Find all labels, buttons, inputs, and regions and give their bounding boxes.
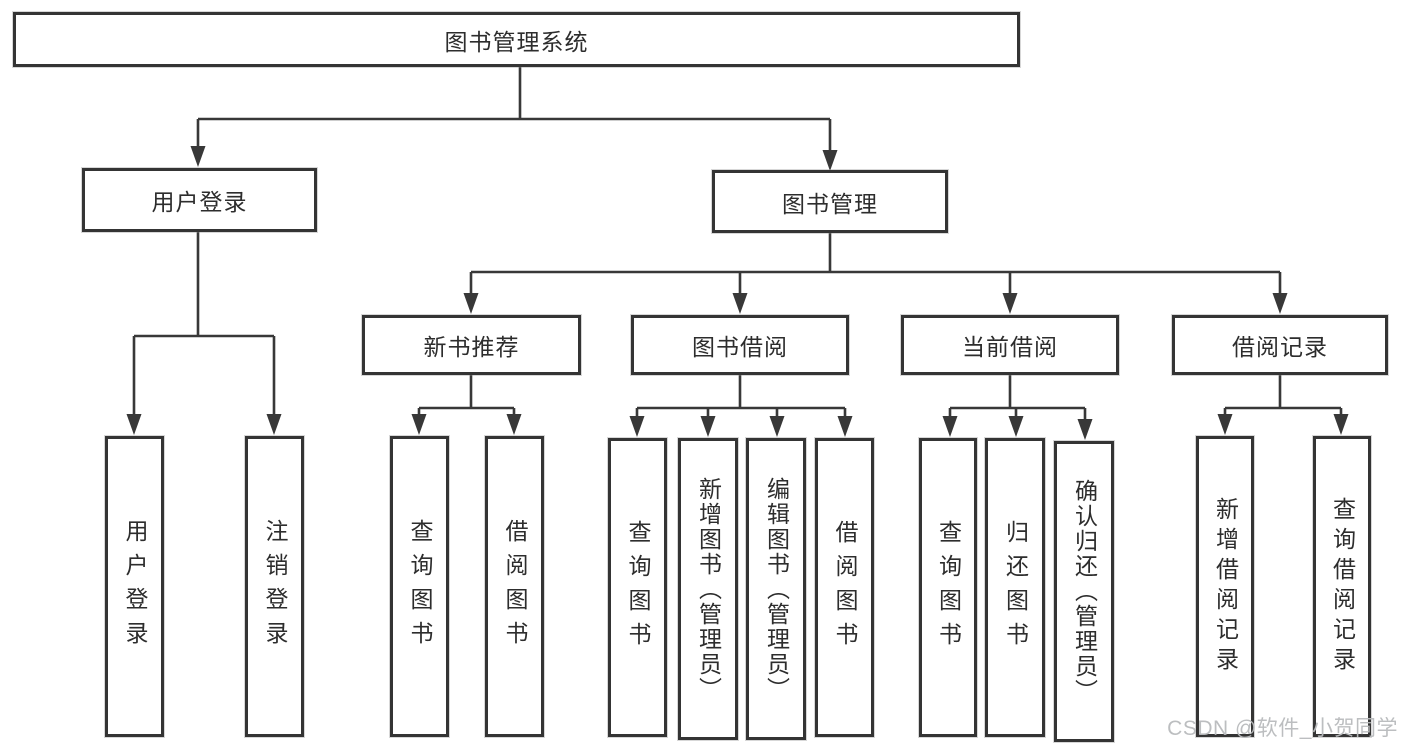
node-label: 借阅图书 — [832, 519, 858, 656]
arrowhead-icon — [506, 414, 522, 435]
leaf-borrow-book: 借阅图书 — [815, 438, 874, 737]
leaf-records-query: 查询借阅记录 — [1313, 436, 1371, 737]
node-label: 查询图书 — [935, 519, 962, 656]
arrowhead-icon — [463, 293, 479, 314]
node-label: 编辑图书（管理员） — [763, 476, 790, 702]
node-label: 归还图书 — [1002, 519, 1029, 656]
connector-root-level2 — [196, 67, 832, 165]
node-book-management: 图书管理 — [712, 170, 948, 233]
node-current-borrow: 当前借阅 — [901, 315, 1119, 375]
node-root: 图书管理系统 — [13, 12, 1020, 67]
connector-userlogin-leaves — [132, 232, 276, 430]
arrowhead-icon — [700, 416, 716, 437]
leaf-borrow-add-book-admin: 新增图书（管理员） — [678, 438, 738, 740]
arrowhead-icon — [1008, 416, 1024, 437]
node-label: 借阅记录 — [1232, 334, 1328, 360]
leaf-records-add: 新增借阅记录 — [1196, 436, 1254, 737]
leaf-current-return: 归还图书 — [985, 438, 1045, 737]
node-label: 图书管理 — [782, 190, 878, 217]
arrowhead-icon — [837, 416, 853, 437]
node-user-login: 用户登录 — [82, 168, 317, 232]
node-label: 新增借阅记录 — [1212, 496, 1239, 677]
node-label: 查询图书 — [407, 518, 433, 655]
arrowhead-icon — [266, 414, 282, 435]
arrowhead-icon — [1333, 414, 1349, 435]
arrowhead-icon — [126, 414, 142, 435]
node-label: 确认归还（管理员） — [1071, 479, 1098, 704]
connector-records-leaves — [1223, 375, 1343, 430]
node-label: 图书借阅 — [692, 334, 788, 360]
arrowhead-icon — [1272, 293, 1288, 314]
leaf-current-query: 查询图书 — [919, 438, 977, 737]
leaf-current-confirm-return-admin: 确认归还（管理员） — [1054, 441, 1114, 742]
node-book-borrow: 图书借阅 — [631, 315, 849, 375]
arrowhead-icon — [942, 416, 958, 437]
arrowhead-icon — [732, 293, 748, 314]
arrowhead-icon — [1217, 414, 1233, 435]
arrowhead-icon — [1077, 419, 1093, 440]
connector-bookmgmt-level3 — [469, 233, 1282, 309]
leaf-newbook-borrow: 借阅图书 — [485, 436, 544, 737]
leaf-borrow-query: 查询图书 — [608, 438, 667, 737]
leaf-borrow-edit-book-admin: 编辑图书（管理员） — [746, 438, 806, 740]
node-label: 查询图书 — [625, 519, 651, 656]
node-label: 用户登录 — [122, 518, 148, 655]
arrowhead-icon — [769, 416, 785, 437]
node-label: 用户登录 — [151, 189, 248, 215]
node-label: 图书管理系统 — [444, 28, 589, 55]
node-label: 新增图书（管理员） — [695, 476, 722, 702]
connector-newbook-leaves — [417, 375, 516, 430]
watermark: CSDN @软件_小贺同学 — [1167, 717, 1398, 740]
node-new-book-recommend: 新书推荐 — [362, 315, 581, 375]
node-label: 查询借阅记录 — [1329, 496, 1356, 677]
leaf-logout: 注销登录 — [245, 436, 304, 737]
node-label: 新书推荐 — [423, 334, 520, 360]
arrowhead-icon — [629, 416, 645, 437]
arrowhead-icon — [411, 414, 427, 435]
arrowhead-icon — [1002, 293, 1018, 314]
connector-bookborrow-leaves — [635, 375, 847, 432]
arrowhead-icon — [190, 146, 206, 167]
node-label: 注销登录 — [262, 518, 288, 655]
node-label: 当前借阅 — [962, 334, 1058, 360]
node-label: 借阅图书 — [502, 518, 528, 655]
leaf-user-login: 用户登录 — [105, 436, 164, 737]
node-borrow-records: 借阅记录 — [1172, 315, 1388, 375]
leaf-newbook-query: 查询图书 — [390, 436, 449, 737]
arrowhead-icon — [822, 150, 838, 171]
